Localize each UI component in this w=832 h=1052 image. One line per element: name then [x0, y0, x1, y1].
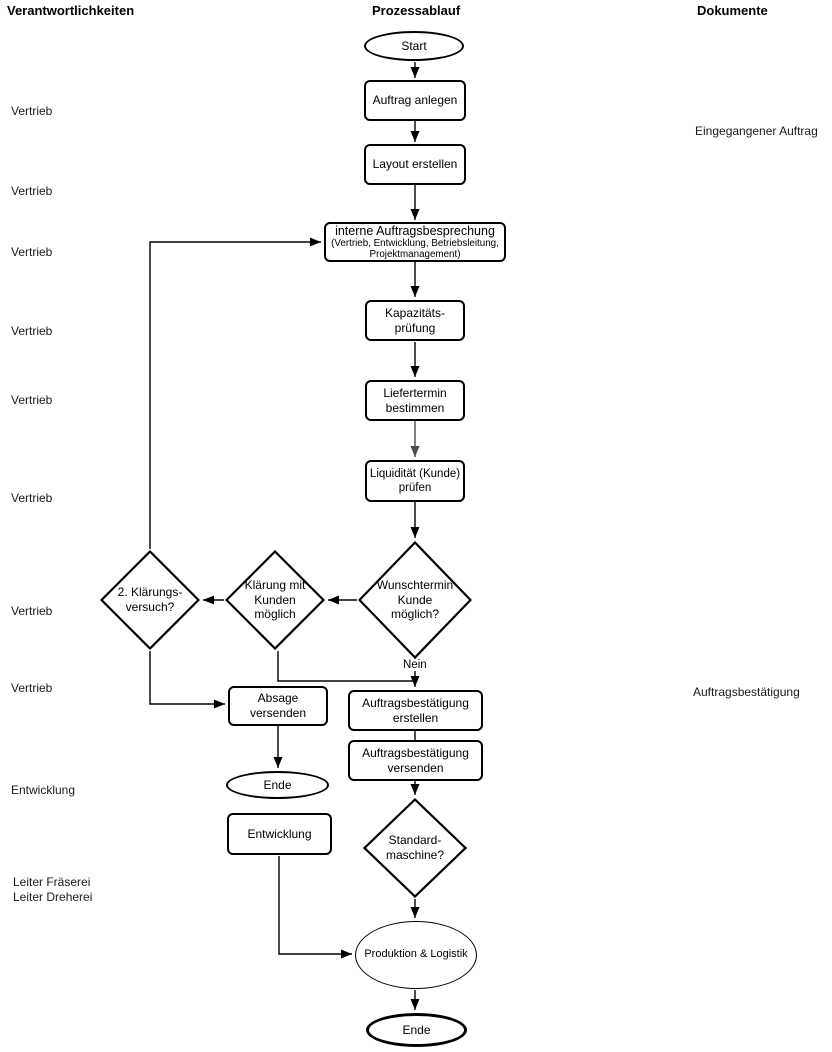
process-entwicklung: Entwicklung — [227, 813, 332, 855]
decision-zweiter-klaerungsversuch: 2. Klärungs- versuch? — [100, 550, 200, 650]
process-label: Auftragsbestätigung versenden — [362, 745, 469, 775]
document-label: Auftragsbestätigung — [693, 685, 800, 699]
process-label: Entwicklung — [247, 826, 312, 841]
diamond-shape — [225, 550, 325, 650]
decision-wunschtermin-moeglich: Wunschtermin Kunde möglich? — [358, 541, 472, 659]
process-absage-versenden: Absage versenden — [228, 686, 328, 726]
end-label: Ende — [263, 777, 292, 792]
process-label: Liquidität (Kunde) prüfen — [369, 467, 461, 494]
diamond-shape — [100, 550, 200, 650]
process-label: Layout erstellen — [372, 157, 458, 172]
process-label: Auftragsbestätigung erstellen — [362, 695, 469, 725]
column-header-documents: Dokumente — [697, 3, 768, 18]
process-auftragsbestaetigung-versenden: Auftragsbestätigung versenden — [348, 740, 483, 781]
process-label: Liefertermin bestimmen — [383, 385, 447, 415]
responsibility-label: Vertrieb — [11, 681, 53, 695]
process-liefertermin-bestimmen: Liefertermin bestimmen — [365, 380, 465, 421]
process-layout-erstellen: Layout erstellen — [364, 144, 466, 185]
process-sublabel: Projektmanagement) — [369, 249, 461, 261]
decision-label: Klärung mit Kunden möglich — [244, 578, 306, 622]
process-label: Kapazitäts- prüfung — [384, 305, 446, 335]
responsibility-label: Vertrieb — [11, 245, 53, 259]
arrow-klaerungsversuch-to-besprechung — [149, 237, 321, 549]
decision-standardmaschine: Standard- maschine? — [363, 798, 467, 898]
process-label: Absage versenden — [249, 691, 307, 720]
process-liquiditaet-pruefen: Liquidität (Kunde) prüfen — [365, 460, 465, 502]
start-terminator: Start — [364, 31, 464, 61]
process-label: Produktion & Logistik — [364, 948, 468, 961]
process-label: interne Auftragsbesprechung — [335, 223, 495, 238]
process-auftrag-anlegen: Auftrag anlegen — [364, 80, 466, 121]
decision-label: Wunschtermin Kunde möglich? — [376, 578, 454, 622]
diamond-shape — [363, 798, 467, 898]
arrow-klaerungsversuch-to-absage — [149, 651, 225, 709]
ende-terminator-unten: Ende — [366, 1013, 467, 1047]
decision-label: 2. Klärungs- versuch? — [117, 585, 183, 614]
process-sublabel: (Vertrieb, Entwicklung, Betriebsleitung, — [331, 237, 499, 249]
edge-label-nein: Nein — [402, 659, 428, 671]
end-label: Ende — [402, 1022, 431, 1037]
process-produktion-logistik: Produktion & Logistik — [355, 921, 477, 989]
decision-label: Standard- maschine? — [385, 833, 445, 862]
responsibility-label: Vertrieb — [11, 604, 53, 618]
responsibility-label: Vertrieb — [11, 393, 53, 407]
process-auftragsbestaetigung-erstellen: Auftragsbestätigung erstellen — [348, 690, 483, 731]
decision-klaerung-mit-kunden: Klärung mit Kunden möglich — [225, 550, 325, 650]
diamond-shape — [358, 541, 472, 659]
line-klaerung-to-nein-junction — [277, 651, 413, 682]
document-label: Eingegangener Auftrag — [695, 124, 818, 138]
process-kapazitaetspruefung: Kapazitäts- prüfung — [365, 300, 465, 341]
column-header-process: Prozessablauf — [372, 3, 461, 18]
ende-terminator-links: Ende — [226, 771, 329, 799]
responsibility-label: Vertrieb — [11, 184, 53, 198]
arrow-entwicklung-to-produktion — [278, 856, 352, 959]
responsibility-label: Vertrieb — [11, 104, 53, 118]
process-label: Auftrag anlegen — [372, 93, 458, 108]
responsibility-label: Vertrieb — [11, 491, 53, 505]
responsibility-label: Vertrieb — [11, 324, 53, 338]
process-interne-auftragsbesprechung: interne Auftragsbesprechung (Vertrieb, E… — [324, 222, 506, 262]
responsibility-label: Entwicklung — [11, 783, 76, 797]
responsibility-label: Leiter Dreherei — [13, 890, 93, 904]
start-label: Start — [401, 38, 427, 53]
column-header-responsibilities: Verantwortlichkeiten — [7, 3, 135, 18]
responsibility-label: Leiter Fräserei — [13, 875, 91, 889]
